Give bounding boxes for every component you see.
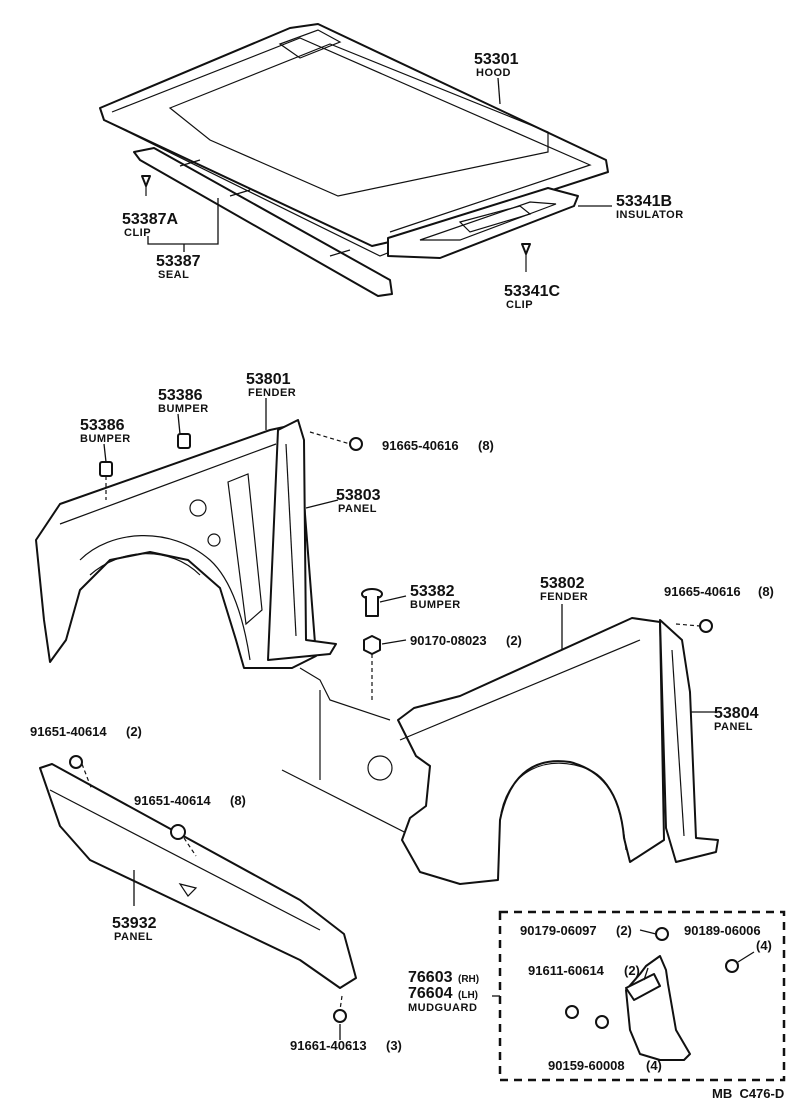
label-part-90179: 90179-06097 (2) bbox=[520, 923, 632, 938]
bolt-91611-icon bbox=[565, 1005, 579, 1019]
label-part-91611: 91611-60614 (2) bbox=[528, 963, 640, 978]
figure-code: MB C476-D bbox=[712, 1086, 784, 1101]
svg-text:53932: 53932 bbox=[112, 915, 157, 932]
svg-text:91611-60614: 91611-60614 bbox=[528, 963, 605, 978]
svg-text:(8): (8) bbox=[230, 793, 246, 808]
clip-53387a-icon bbox=[141, 175, 151, 196]
svg-text:(2): (2) bbox=[126, 724, 142, 739]
svg-text:(RH): (RH) bbox=[458, 974, 479, 985]
svg-text:(4): (4) bbox=[756, 938, 772, 953]
bolt-91665-upper-icon bbox=[309, 431, 363, 451]
bumper-53382-icon bbox=[361, 588, 383, 617]
svg-text:90189-06006: 90189-06006 bbox=[684, 923, 761, 938]
svg-text:HOOD: HOOD bbox=[476, 67, 511, 79]
svg-text:53382: 53382 bbox=[410, 583, 455, 600]
svg-text:90159-60008: 90159-60008 bbox=[548, 1058, 625, 1073]
svg-text:(2): (2) bbox=[616, 923, 632, 938]
svg-text:53803: 53803 bbox=[336, 487, 381, 504]
label-bolt-91665-right: 91665-40616 (8) bbox=[664, 584, 774, 599]
svg-text:53301: 53301 bbox=[474, 51, 519, 68]
label-fender-53802: 53802 FENDER bbox=[540, 575, 588, 603]
label-bumper-53382: 53382 BUMPER bbox=[410, 583, 461, 611]
bolt-91651-a-icon bbox=[69, 755, 93, 791]
bolt-91651-b-icon bbox=[170, 824, 197, 857]
label-bumper-53386-b: 53386 BUMPER bbox=[158, 387, 209, 415]
label-bumper-53386-a: 53386 BUMPER bbox=[80, 417, 131, 445]
svg-text:CLIP: CLIP bbox=[124, 227, 151, 239]
svg-text:(8): (8) bbox=[758, 584, 774, 599]
clip-90179-icon bbox=[655, 927, 669, 941]
svg-text:PANEL: PANEL bbox=[338, 503, 377, 515]
label-panel-53932: 53932 PANEL bbox=[112, 915, 157, 943]
svg-text:91651-40614: 91651-40614 bbox=[134, 793, 211, 808]
svg-text:INSULATOR: INSULATOR bbox=[616, 209, 684, 221]
bumper-53386-b-icon bbox=[177, 433, 191, 449]
label-bolt-91661: 91661-40613 (3) bbox=[290, 1038, 402, 1053]
svg-text:(2): (2) bbox=[624, 963, 640, 978]
label-fender-53801: 53801 FENDER bbox=[246, 371, 296, 399]
label-panel-53804: 53804 PANEL bbox=[714, 705, 759, 733]
svg-text:76604: 76604 bbox=[408, 985, 453, 1002]
svg-text:SEAL: SEAL bbox=[158, 269, 189, 281]
svg-text:(2): (2) bbox=[506, 633, 522, 648]
clip-53341c-icon bbox=[521, 243, 531, 272]
svg-text:(LH): (LH) bbox=[458, 990, 478, 1001]
clip-90189-icon bbox=[725, 959, 739, 973]
svg-text:90170-08023: 90170-08023 bbox=[410, 633, 487, 648]
leader-lines bbox=[103, 398, 755, 1040]
label-bolt-91651-b: 91651-40614 (8) bbox=[134, 793, 246, 808]
screw-90159-icon bbox=[595, 1015, 609, 1029]
label-bolt-91651-a: 91651-40614 (2) bbox=[30, 724, 142, 739]
svg-text:90179-06097: 90179-06097 bbox=[520, 923, 597, 938]
label-mudguard: 76603 (RH) 76604 (LH) MUDGUARD bbox=[408, 969, 479, 1014]
svg-text:76603: 76603 bbox=[408, 969, 453, 986]
label-nut-90170: 90170-08023 (2) bbox=[410, 633, 522, 648]
svg-text:91651-40614: 91651-40614 bbox=[30, 724, 107, 739]
svg-text:CLIP: CLIP bbox=[506, 299, 533, 311]
label-hood: 53301 HOOD bbox=[474, 51, 519, 79]
svg-text:53804: 53804 bbox=[714, 705, 759, 722]
label-clip-53341c: 53341C CLIP bbox=[504, 283, 560, 311]
mudguard-drawing bbox=[625, 955, 691, 1061]
svg-text:53802: 53802 bbox=[540, 575, 585, 592]
svg-text:FENDER: FENDER bbox=[540, 591, 588, 603]
svg-text:BUMPER: BUMPER bbox=[410, 599, 461, 611]
svg-text:91665-40616: 91665-40616 bbox=[664, 584, 741, 599]
fender-53802-drawing bbox=[397, 617, 665, 885]
body-outline bbox=[281, 667, 421, 841]
nut-90170-icon bbox=[363, 635, 381, 700]
svg-text:PANEL: PANEL bbox=[114, 931, 153, 943]
svg-text:91665-40616: 91665-40616 bbox=[382, 438, 459, 453]
bolt-91665-right-icon bbox=[675, 619, 713, 633]
svg-text:BUMPER: BUMPER bbox=[158, 403, 209, 415]
svg-text:FENDER: FENDER bbox=[248, 387, 296, 399]
panel-53804-drawing bbox=[659, 619, 719, 863]
svg-text:53341C: 53341C bbox=[504, 283, 560, 300]
insulator-drawing bbox=[387, 187, 579, 259]
label-clip-53387a: 53387A CLIP bbox=[122, 211, 178, 239]
svg-text:53801: 53801 bbox=[246, 371, 291, 388]
svg-text:53387A: 53387A bbox=[122, 211, 178, 228]
label-panel-53803: 53803 PANEL bbox=[336, 487, 381, 515]
svg-text:53386: 53386 bbox=[80, 417, 125, 434]
seal-drawing bbox=[133, 147, 393, 297]
svg-text:53386: 53386 bbox=[158, 387, 203, 404]
svg-text:MUDGUARD: MUDGUARD bbox=[408, 1002, 477, 1014]
svg-text:PANEL: PANEL bbox=[714, 721, 753, 733]
svg-text:53387: 53387 bbox=[156, 253, 201, 270]
label-seal: 53387 SEAL bbox=[156, 253, 201, 281]
svg-text:91661-40613: 91661-40613 bbox=[290, 1038, 367, 1053]
label-bolt-91665-upper: 91665-40616 (8) bbox=[382, 438, 494, 453]
svg-text:(8): (8) bbox=[478, 438, 494, 453]
panel-53803-drawing bbox=[267, 419, 337, 661]
label-part-90189: 90189-06006 (4) bbox=[684, 923, 772, 953]
svg-text:(4): (4) bbox=[646, 1058, 662, 1073]
label-insulator: 53341B INSULATOR bbox=[616, 193, 684, 221]
label-part-90159: 90159-60008 (4) bbox=[548, 1058, 662, 1073]
svg-text:53341B: 53341B bbox=[616, 193, 672, 210]
svg-text:BUMPER: BUMPER bbox=[80, 433, 131, 445]
bolt-91661-icon bbox=[333, 995, 347, 1023]
svg-text:(3): (3) bbox=[386, 1038, 402, 1053]
